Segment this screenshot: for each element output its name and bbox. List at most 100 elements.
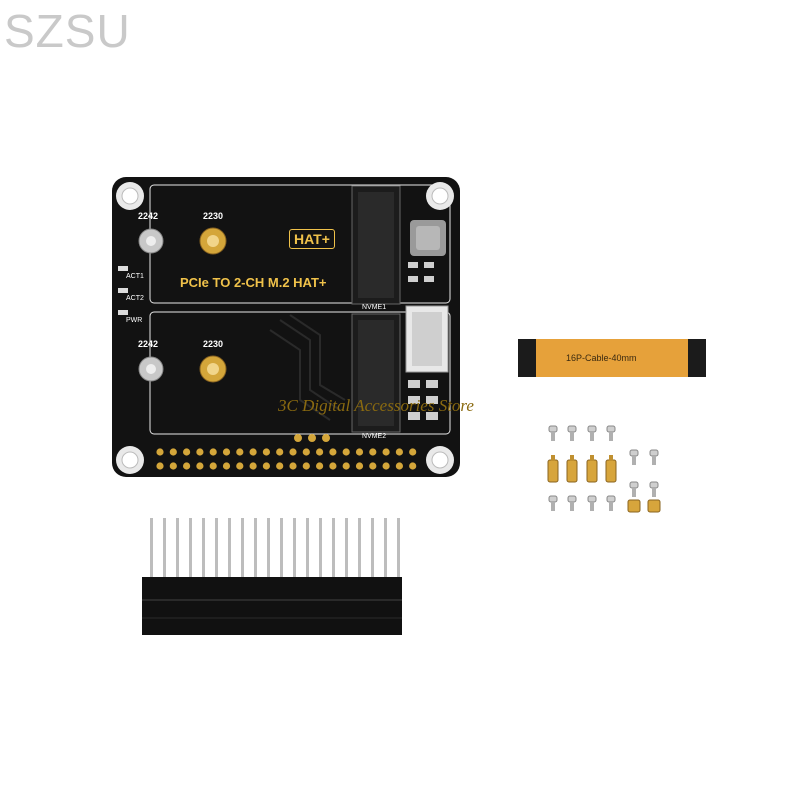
- brass-standoff: [586, 455, 598, 483]
- gpio-pad: [249, 448, 257, 456]
- screw: [606, 425, 616, 441]
- gpio-pad: [395, 448, 403, 456]
- screw: [587, 495, 597, 511]
- gpio-pad: [302, 448, 310, 456]
- gpio-pad: [249, 462, 257, 470]
- led-label-pwr: PWR: [126, 317, 143, 324]
- gpio-pad: [183, 462, 191, 470]
- hat-plus-badge: HAT+: [289, 229, 335, 249]
- brass-nut: [647, 499, 661, 513]
- board-title: PCIe TO 2-CH M.2 HAT+: [180, 275, 327, 290]
- header-pin: [319, 518, 322, 580]
- screw: [548, 425, 558, 441]
- header-pin: [358, 518, 361, 580]
- pcb-traces: [269, 314, 346, 421]
- gpio-pad: [236, 448, 244, 456]
- slot-label-nvme1: NVME1: [362, 304, 387, 311]
- gpio-pad: [209, 448, 217, 456]
- gpio-pad: [222, 448, 231, 456]
- header-pin: [293, 518, 296, 580]
- hole-label-2242-bottom: 2242: [138, 339, 159, 349]
- hole-label-2242-top: 2242: [138, 211, 159, 221]
- gpio-pad: [262, 462, 270, 470]
- header-pin: [189, 518, 192, 580]
- screw: [567, 495, 577, 511]
- header-pin: [397, 518, 400, 580]
- header-pin: [371, 518, 374, 580]
- screw: [649, 449, 659, 465]
- screw: [649, 481, 659, 497]
- header-pin: [215, 518, 218, 580]
- gpio-pad: [289, 462, 297, 470]
- gpio-pad: [262, 448, 270, 456]
- gpio-pad: [382, 462, 390, 470]
- gpio-pad: [395, 462, 403, 470]
- screw: [567, 425, 577, 441]
- header-pin: [267, 518, 270, 580]
- screw: [587, 425, 597, 441]
- brass-nut: [627, 499, 641, 513]
- gpio-pad: [355, 448, 364, 456]
- gpio-pads: [156, 448, 417, 470]
- led-indicators: [118, 266, 128, 315]
- led-label-act1: ACT1: [126, 273, 144, 280]
- gpio-pad: [156, 462, 164, 470]
- led-label-act2: ACT2: [126, 295, 144, 302]
- screws-and-standoffs: [547, 425, 661, 513]
- brass-standoff: [547, 455, 559, 483]
- gpio-pad: [355, 462, 364, 470]
- gpio-pad: [196, 462, 204, 470]
- gpio-pad: [209, 462, 217, 470]
- brand-watermark: SZSU: [4, 5, 131, 57]
- gpio-pad: [222, 462, 231, 470]
- gpio-pad: [302, 462, 310, 470]
- store-watermark: 3C Digital Accessories Store: [278, 396, 474, 415]
- hole-label-2230-bottom: 2230: [203, 339, 224, 349]
- header-pin: [254, 518, 257, 580]
- header-pin: [228, 518, 231, 580]
- header-socket-body: [142, 577, 402, 635]
- gpio-pad: [276, 462, 284, 470]
- header-pin: [332, 518, 335, 580]
- gpio-pad: [196, 448, 204, 456]
- cable-label: 16P-Cable-40mm: [566, 353, 637, 363]
- gpio-pad: [342, 448, 350, 456]
- slot-label-nvme2: NVME2: [362, 433, 387, 440]
- gpio-pad: [382, 448, 390, 456]
- gpio-pad: [316, 462, 324, 470]
- gpio-pad: [369, 462, 377, 470]
- smd-components: [408, 262, 438, 420]
- header-pin: [163, 518, 166, 580]
- header-pin: [202, 518, 205, 580]
- gpio-pad: [169, 462, 177, 470]
- hole-label-2230-top: 2230: [203, 211, 224, 221]
- gpio-pad: [169, 448, 177, 456]
- gpio-pad: [289, 448, 297, 456]
- screw: [606, 495, 616, 511]
- gpio-pad: [329, 462, 337, 470]
- mounting-holes: [116, 182, 454, 474]
- header-pin: [384, 518, 387, 580]
- gpio-pad: [409, 462, 417, 470]
- gpio-pad: [369, 448, 377, 456]
- ffc-cable: [518, 339, 706, 377]
- screw: [629, 449, 639, 465]
- gpio-pad: [409, 448, 417, 456]
- gpio-pad: [236, 462, 244, 470]
- gpio-pad: [342, 462, 350, 470]
- header-pin: [241, 518, 244, 580]
- gpio-pad: [276, 448, 284, 456]
- header-pin: [306, 518, 309, 580]
- screw: [629, 481, 639, 497]
- brass-standoff: [566, 455, 578, 483]
- gpio-pad: [316, 448, 324, 456]
- header-pins: [150, 518, 400, 580]
- screw: [548, 495, 558, 511]
- header-pin: [345, 518, 348, 580]
- header-pin: [176, 518, 179, 580]
- brass-standoff: [605, 455, 617, 483]
- gpio-pad: [156, 448, 164, 456]
